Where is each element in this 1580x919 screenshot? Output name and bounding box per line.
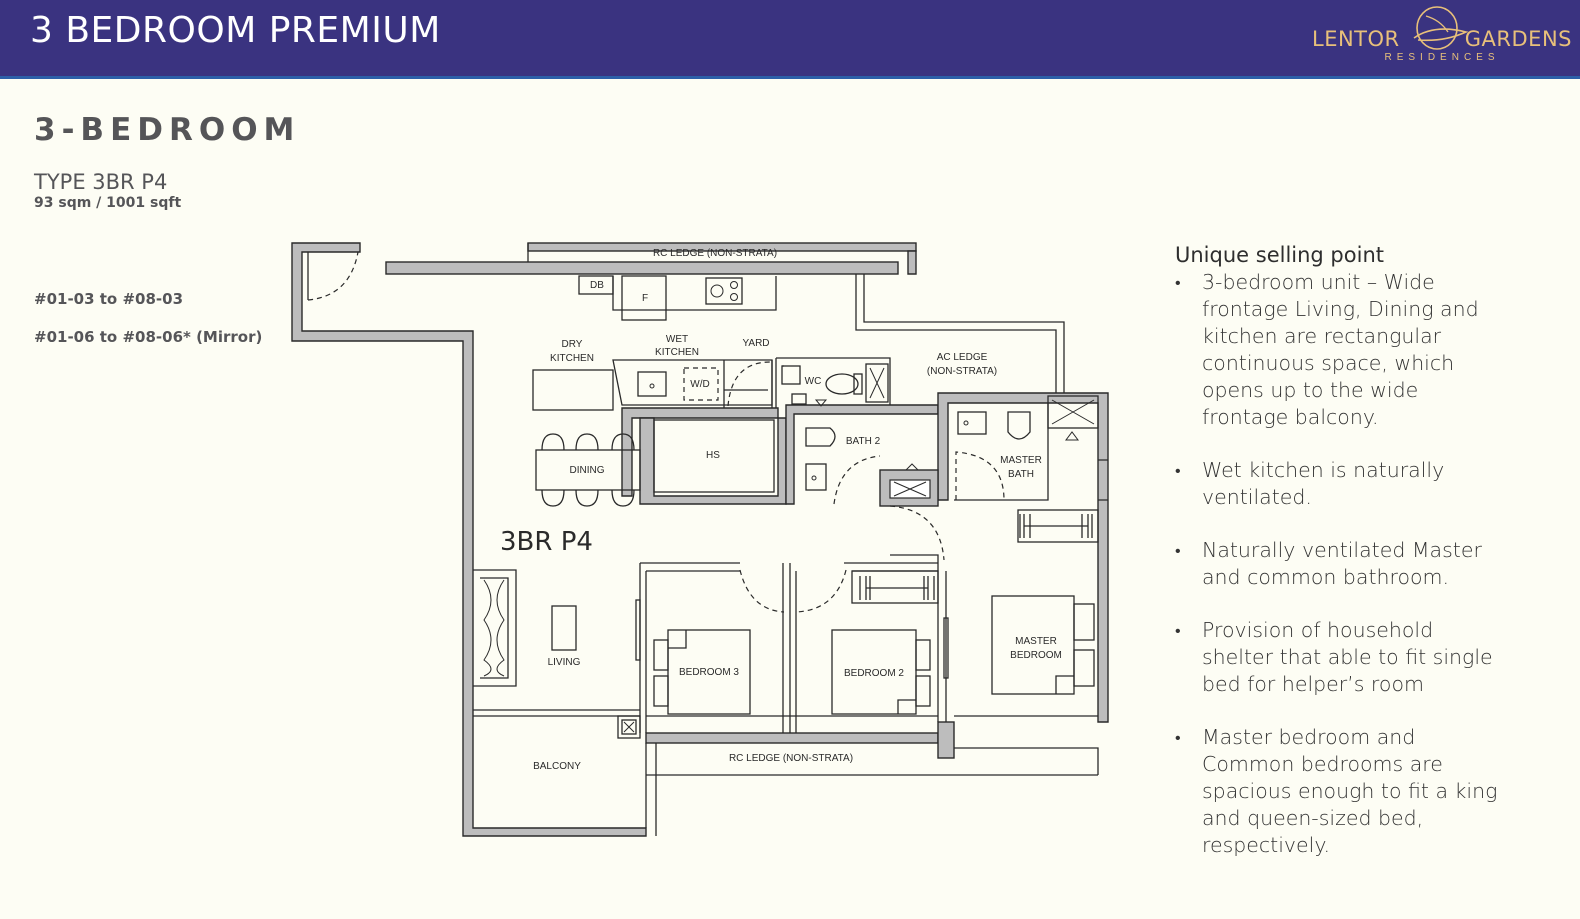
- usp-list: • 3-bedroom unit – Wide frontage Living,…: [1175, 269, 1565, 859]
- bullet-icon: •: [1175, 621, 1181, 640]
- brand-name-right: GARDENS: [1464, 27, 1572, 51]
- label-fridge: F: [642, 293, 648, 304]
- unit-stack-item: #01-03 to #08-03: [34, 290, 184, 308]
- outer-walls: [291, 242, 1109, 837]
- label-master-bedroom: BEDROOM: [1010, 650, 1062, 661]
- label-master-bath: BATH: [1008, 469, 1034, 480]
- unit-stack-item: #01-06 to #08-06* (Mirror): [34, 328, 263, 346]
- bullet-icon: •: [1175, 541, 1181, 560]
- page-title: 3 BEDROOM PREMIUM: [30, 10, 441, 51]
- unit-type: TYPE 3BR P4: [34, 170, 168, 194]
- usp-panel: Unique selling point • 3-bedroom unit – …: [1175, 243, 1565, 885]
- label-master-bath: MASTER: [1000, 455, 1042, 466]
- dining-set: [535, 433, 641, 507]
- label-yard: YARD: [742, 338, 769, 349]
- label-ac-ledge: AC LEDGE: [937, 352, 988, 363]
- living-fixtures: [551, 419, 775, 739]
- label-wet-kitchen: KITCHEN: [655, 347, 699, 358]
- label-bath2: BATH 2: [846, 436, 881, 447]
- label-ac-ledge: (NON-STRATA): [927, 366, 997, 377]
- bathroom-fixtures: [775, 357, 1099, 491]
- label-rc-ledge-bottom: RC LEDGE (NON-STRATA): [729, 753, 853, 764]
- label-wet-kitchen: WET: [666, 334, 688, 345]
- label-dining: DINING: [570, 465, 605, 476]
- beds: [653, 595, 1095, 715]
- usp-title: Unique selling point: [1175, 243, 1384, 267]
- brand-name-left: LENTOR: [1312, 27, 1400, 51]
- label-wc: WC: [805, 376, 822, 387]
- label-hs: HS: [706, 450, 720, 461]
- label-dry-kitchen: KITCHEN: [550, 353, 594, 364]
- wardrobes: [851, 509, 1099, 604]
- usp-item: • 3-bedroom unit – Wide frontage Living,…: [1175, 270, 1479, 429]
- kitchen-fixtures: [532, 275, 777, 411]
- label-rc-ledge-top: RC LEDGE (NON-STRATA): [653, 248, 777, 259]
- label-master-bedroom: MASTER: [1015, 636, 1057, 647]
- interior-walls: [473, 403, 1108, 733]
- label-bedroom3: BEDROOM 3: [679, 667, 739, 678]
- bullet-icon: •: [1175, 728, 1181, 747]
- label-db: DB: [590, 280, 604, 291]
- brand-logo: LENTOR GARDENS RESIDENCES: [1312, 0, 1572, 76]
- usp-item: • Wet kitchen is naturally ventilated.: [1175, 458, 1445, 509]
- label-bedroom2: BEDROOM 2: [844, 668, 904, 679]
- section-title: 3-BEDROOM: [34, 112, 301, 148]
- unit-size: 93 sqm / 1001 sqft: [34, 195, 182, 211]
- plan-name: 3BR P4: [500, 527, 593, 557]
- bullet-icon: •: [1175, 273, 1181, 292]
- usp-item: • Provision of household shelter that ab…: [1175, 618, 1493, 696]
- label-balcony: BALCONY: [533, 761, 581, 772]
- unit-stack-list: #01-03 to #08-03 #01-06 to #08-06* (Mirr…: [34, 290, 262, 366]
- room-labels: RC LEDGE (NON-STRATA) DB F DRY KITCHEN W…: [500, 248, 1062, 772]
- label-dry-kitchen: DRY: [562, 339, 583, 350]
- leaf-logo-icon: [1413, 6, 1469, 50]
- usp-item: • Master bedroom and Common bedrooms are…: [1175, 725, 1498, 857]
- label-washer-dryer: W/D: [690, 379, 709, 390]
- floor-plan: .wall { fill: #bdbdbd; stroke: #2a2a2a; …: [291, 242, 1109, 837]
- brand-subtitle: RESIDENCES: [1384, 52, 1500, 63]
- bullet-icon: •: [1175, 461, 1181, 480]
- door-swings: [307, 251, 1005, 613]
- label-living: LIVING: [548, 657, 581, 668]
- header-bar: 3 BEDROOM PREMIUM LENTOR GARDENS RESIDEN…: [0, 0, 1580, 79]
- usp-item: • Naturally ventilated Master and common…: [1175, 538, 1482, 589]
